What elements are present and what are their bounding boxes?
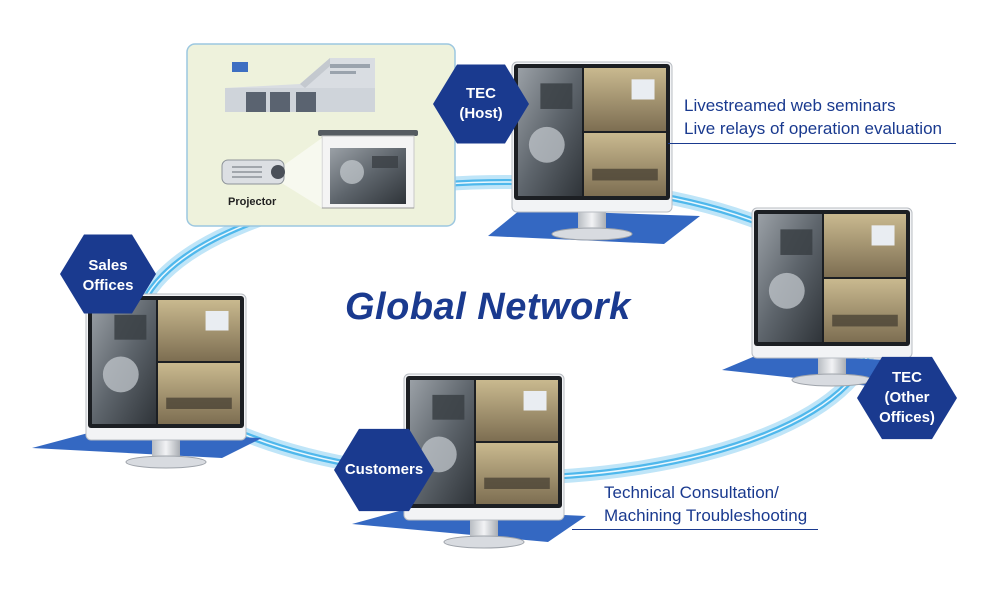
seminar-screen-shape	[205, 310, 229, 331]
node-tec-other-label: TEC (Other Offices)	[867, 368, 947, 428]
screen-tile-meeting	[476, 443, 558, 504]
monitor-base	[125, 455, 207, 469]
screen-tile-meeting	[158, 363, 240, 424]
monitor-base	[791, 373, 873, 387]
monitor-base	[551, 227, 633, 241]
projector-label: Projector	[228, 196, 277, 208]
node-tec-other-line-3: Offices)	[879, 409, 935, 426]
node-customers-line-1: Customers	[344, 461, 424, 478]
projector-icon	[221, 159, 285, 185]
node-sales-offices-line-1: Sales	[88, 257, 128, 274]
hexagons-layer	[60, 64, 957, 512]
screen-tile-meeting	[584, 133, 666, 196]
monitor-stand	[152, 438, 180, 460]
node-sales-offices-line-2: Offices	[82, 277, 134, 294]
customers-caption-line-1: Technical Consultation/	[604, 483, 779, 502]
diagram-title: Global Network	[345, 286, 631, 328]
host-caption-line-1: Livestreamed web seminars	[684, 96, 896, 115]
machining-tool-shape	[780, 229, 813, 255]
meeting-table-shape	[166, 397, 232, 409]
host-caption-line-2: Live relays of operation evaluation	[684, 119, 942, 138]
monitor-stand	[470, 518, 498, 540]
machining-tool-shape	[432, 394, 465, 420]
customers-caption: Technical Consultation/ Machining Troubl…	[604, 481, 807, 527]
monitors-layer	[32, 61, 930, 549]
machining-spindle-shape	[528, 126, 565, 163]
monitor-stand	[578, 210, 606, 232]
node-tec-host-line-2: (Host)	[459, 105, 503, 122]
hexagon-tec-other	[857, 356, 957, 440]
meeting-table-shape	[832, 314, 898, 327]
host-caption-underline	[668, 143, 956, 144]
seminar-screen-shape	[523, 390, 547, 411]
machining-spindle-shape	[768, 272, 805, 309]
building-logo-icon	[232, 62, 248, 72]
node-tec-host-line-1: TEC	[466, 85, 496, 102]
host-caption: Livestreamed web seminars Live relays of…	[684, 94, 942, 140]
customers-caption-underline	[572, 529, 818, 530]
meeting-table-shape	[484, 477, 550, 489]
node-tec-other-line-1: TEC	[892, 369, 922, 386]
tec-facility-inset	[186, 43, 456, 227]
machining-tool-shape	[540, 83, 573, 109]
projector-beam	[280, 138, 322, 208]
monitor-sales-offices	[32, 293, 262, 469]
node-tec-host-label: TEC (Host)	[441, 84, 521, 124]
building-illustration	[225, 58, 375, 112]
monitor-stand	[818, 356, 846, 378]
monitor-base	[443, 535, 525, 549]
screen-tile-meeting	[824, 279, 906, 342]
hexagon-tec-host	[433, 64, 529, 144]
seminar-screen-shape	[631, 79, 655, 100]
projection-screen	[318, 130, 418, 209]
machining-spindle-shape	[102, 356, 139, 393]
seminar-screen-shape	[871, 225, 895, 246]
node-customers-label: Customers	[334, 460, 434, 480]
hexagon-sales-offices	[60, 234, 156, 314]
node-sales-offices-label: Sales Offices	[68, 256, 148, 296]
monitor-tec-host	[488, 61, 700, 244]
node-tec-other-line-2: (Other	[884, 389, 930, 406]
machining-tool-shape	[114, 314, 147, 340]
hexagon-customers	[334, 428, 434, 512]
monitor-customers	[352, 373, 586, 549]
customers-caption-line-2: Machining Troubleshooting	[604, 506, 808, 525]
meeting-table-shape	[592, 168, 658, 181]
